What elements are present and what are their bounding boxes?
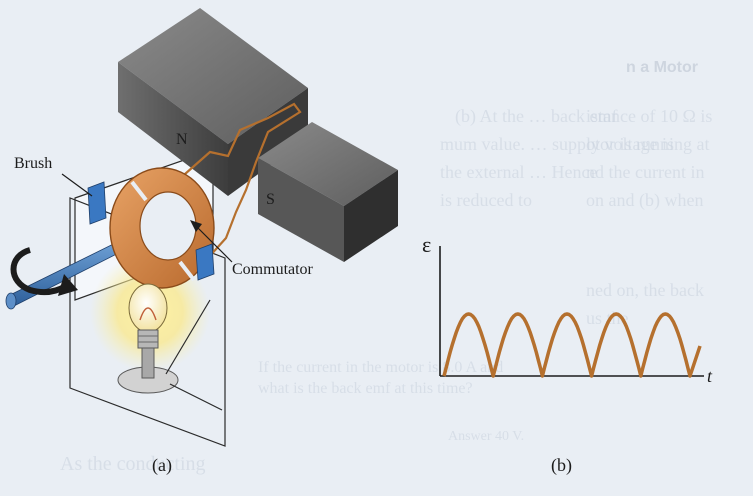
- magnet-south: [258, 122, 398, 262]
- emf-graph: ε t: [422, 232, 713, 386]
- commutator-leader: [195, 225, 233, 263]
- commutator-label: Commutator: [232, 261, 314, 278]
- magnet-north: [118, 8, 308, 196]
- bg-line: the external … Hence: [440, 162, 597, 182]
- lamp-wire: [165, 299, 211, 375]
- coil-wire: [159, 102, 302, 274]
- south-pole-label: S: [266, 191, 275, 208]
- bg-line: otor is running at: [586, 134, 710, 154]
- background-text: n a Motor (b) At the … back emf mum valu…: [60, 59, 712, 475]
- shaft-end: [5, 292, 17, 310]
- light-bulb-icon: [117, 283, 179, 394]
- bg-line: is reduced to: [440, 190, 532, 210]
- bg-line: mum value. … supply voltage is: [440, 134, 674, 154]
- commutator-arrowhead: [190, 220, 202, 232]
- bg-line: istance of 10 Ω is: [586, 106, 712, 126]
- north-pole-label: N: [176, 131, 188, 148]
- bg-heading: n a Motor: [626, 59, 698, 76]
- brush-label: Brush: [14, 155, 52, 172]
- bg-line: ned on, the back: [586, 280, 704, 300]
- bg-line: what is the back emf at this time?: [258, 380, 473, 397]
- brush-leader: [61, 173, 93, 197]
- brush-right: [195, 243, 215, 281]
- x-axis-symbol: t: [707, 366, 713, 386]
- y-axis-symbol: ε: [422, 232, 431, 257]
- bg-line: nd the current in: [586, 162, 704, 182]
- bg-line: If the current in the motor is 8.0 A and: [258, 359, 503, 376]
- bg-line: on and (b) when: [586, 190, 703, 211]
- brush-left: [87, 181, 107, 225]
- bg-line: (b) At the … back emf: [455, 106, 617, 127]
- bg-line: Answer 40 V.: [448, 429, 524, 444]
- lamp-wire: [169, 383, 223, 411]
- panel-b-caption: (b): [551, 455, 572, 476]
- bg-line: As the conducting: [60, 453, 206, 475]
- panel-a-caption: (a): [152, 455, 172, 476]
- rotation-arrow: [10, 247, 78, 296]
- emf-curve: [442, 312, 702, 378]
